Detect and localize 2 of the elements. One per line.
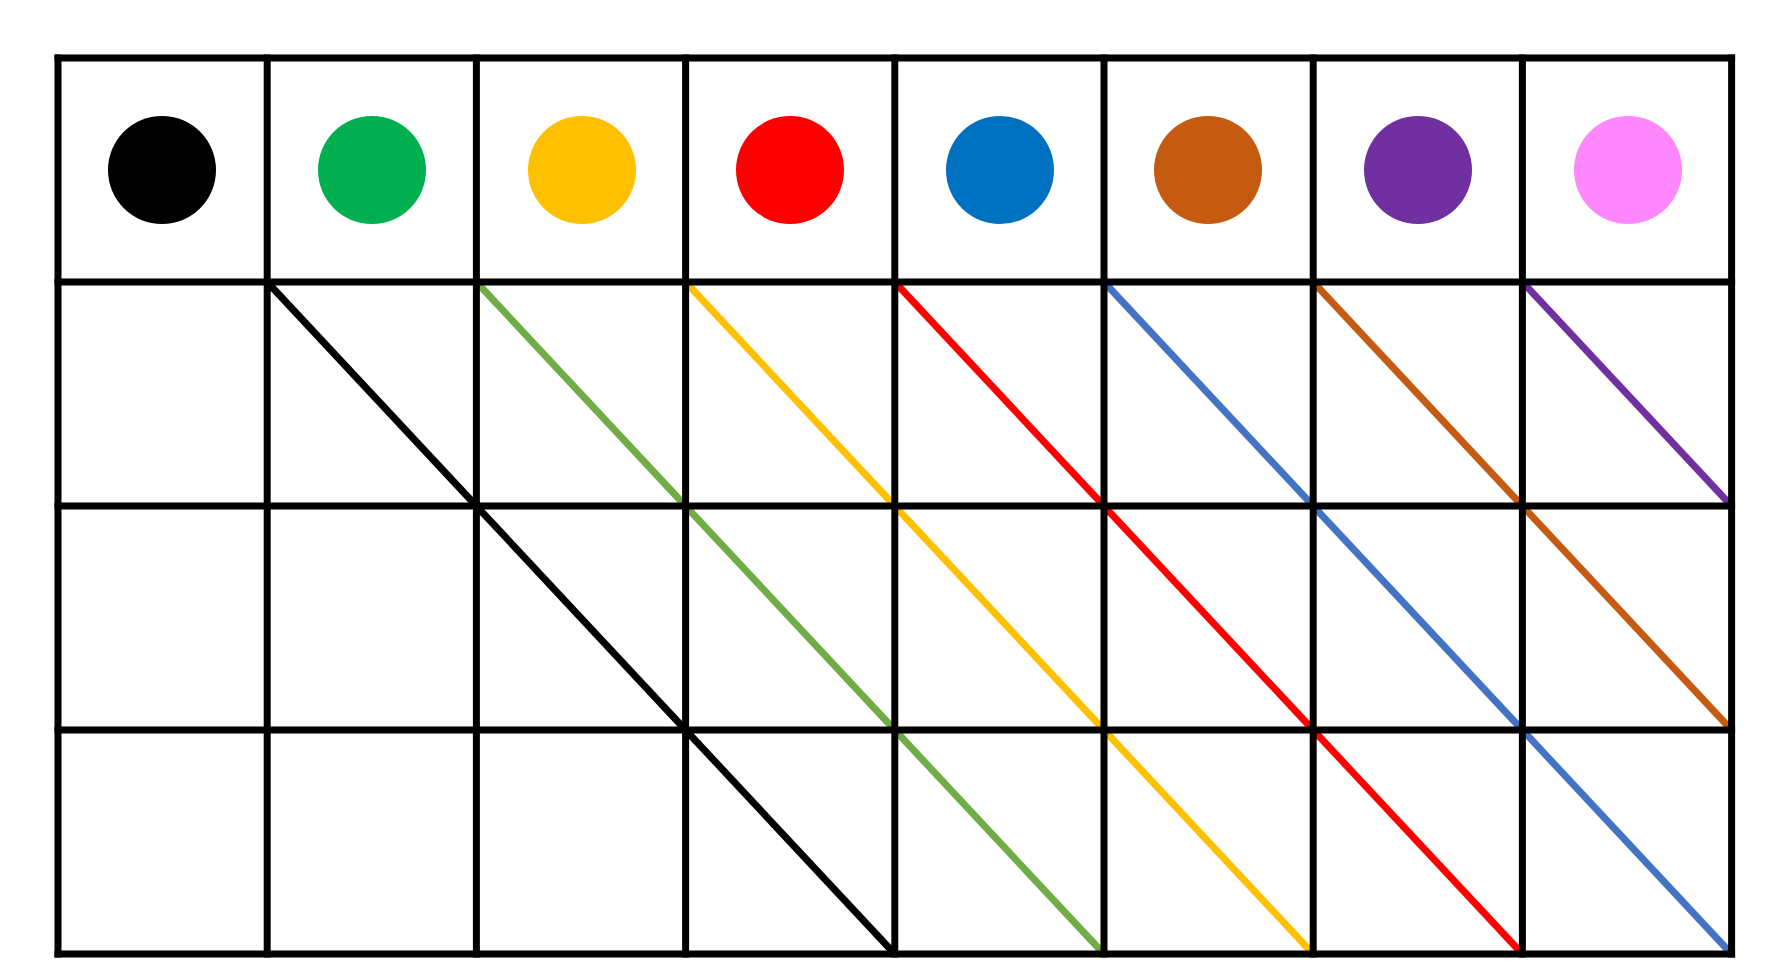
dot [527, 116, 635, 224]
dot [1573, 116, 1681, 224]
